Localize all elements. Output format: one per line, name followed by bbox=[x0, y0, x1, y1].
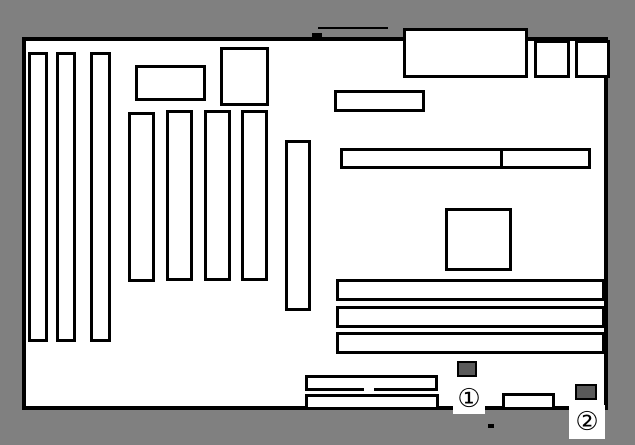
small-connector bbox=[334, 90, 425, 112]
edge-mark bbox=[364, 387, 374, 391]
edge-mark bbox=[312, 33, 322, 41]
edge-mark bbox=[364, 400, 374, 404]
cpu-socket bbox=[445, 208, 512, 271]
vertical-slot bbox=[128, 112, 155, 282]
vertical-slot bbox=[241, 110, 268, 281]
jumper-block bbox=[457, 361, 477, 377]
chip-square bbox=[220, 47, 269, 106]
chip-rectangle bbox=[135, 65, 206, 101]
memory-slot bbox=[336, 332, 605, 354]
edge-mark bbox=[318, 27, 388, 29]
top-port bbox=[534, 40, 570, 78]
marker-2-label: ② bbox=[569, 405, 605, 439]
horizontal-connector bbox=[500, 148, 591, 169]
top-connector bbox=[403, 28, 528, 78]
expansion-slot bbox=[28, 52, 48, 342]
bottom-connector bbox=[502, 393, 555, 410]
marker-1-label: ① bbox=[453, 384, 485, 414]
vertical-slot bbox=[204, 110, 231, 281]
expansion-slot bbox=[56, 52, 76, 342]
memory-slot bbox=[336, 306, 605, 328]
edge-mark bbox=[488, 424, 494, 428]
vertical-slot bbox=[166, 110, 193, 281]
jumper-block bbox=[575, 384, 597, 400]
top-port bbox=[575, 40, 610, 78]
memory-slot bbox=[336, 279, 605, 301]
horizontal-connector bbox=[340, 148, 503, 169]
vertical-connector bbox=[285, 140, 311, 311]
expansion-slot bbox=[90, 52, 111, 342]
